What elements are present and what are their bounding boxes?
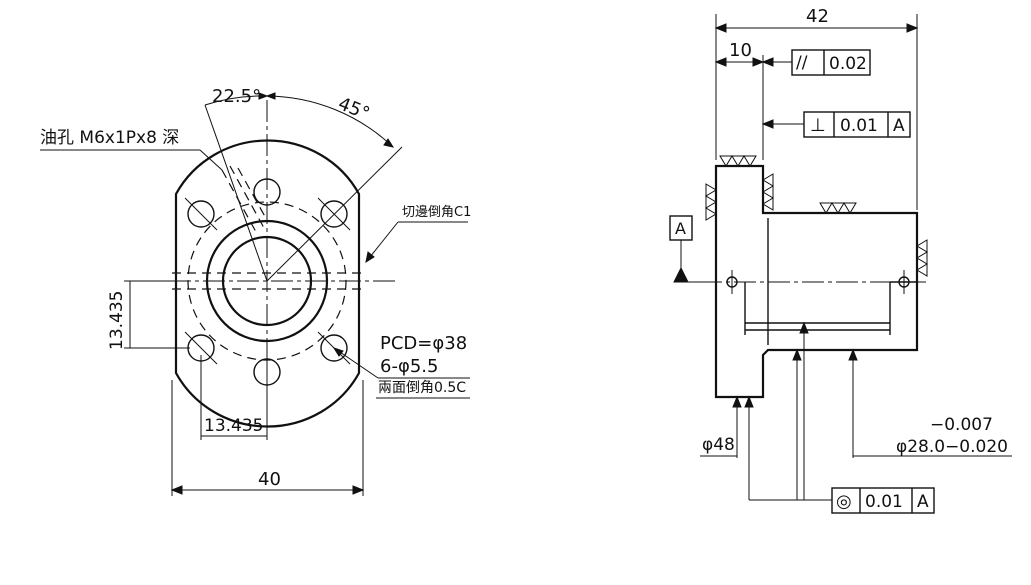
both-chamfer-note: 兩面倒角0.5C bbox=[378, 380, 466, 396]
arrowhead bbox=[265, 92, 276, 100]
bolt-hole bbox=[320, 200, 348, 228]
flange-thickness-label: 10 bbox=[729, 40, 752, 61]
arrowhead bbox=[761, 57, 774, 67]
vertical-offset-label: 13.435 bbox=[107, 291, 127, 350]
oil-hole-line bbox=[237, 167, 269, 223]
horizontal-offset-label: 13.435 bbox=[204, 416, 263, 436]
surface-finish-mark bbox=[719, 155, 757, 167]
edge-chamfer-note: 切邊倒角C1 bbox=[402, 205, 471, 220]
surface-finish-mark bbox=[705, 183, 717, 221]
tolerance-upper: −0.007 bbox=[930, 415, 993, 435]
parallelism-symbol: // bbox=[796, 53, 808, 73]
arrowhead bbox=[792, 348, 802, 361]
arrowhead bbox=[258, 92, 269, 100]
arrowhead bbox=[714, 23, 727, 33]
concentricity-datum: A bbox=[917, 492, 929, 512]
arrowhead bbox=[170, 485, 183, 495]
flange-outline bbox=[174, 139, 361, 428]
surface-finish-mark bbox=[762, 173, 774, 211]
holes-label: 6-φ5.5 bbox=[380, 356, 438, 377]
arrowhead bbox=[352, 485, 365, 495]
perpendicularity-value: 0.01 bbox=[840, 116, 878, 136]
side-view: A 42 10 // 0.02 ⊥ 0.01 A bbox=[669, 6, 1012, 514]
arrowhead bbox=[744, 395, 754, 408]
side-body-outline bbox=[714, 164, 919, 399]
parallelism-value: 0.02 bbox=[829, 54, 867, 74]
hole-mark bbox=[184, 197, 218, 231]
arrowhead bbox=[799, 321, 809, 334]
hole-mark bbox=[184, 331, 218, 365]
pcd-label: PCD=φ38 bbox=[380, 333, 467, 354]
surface-finish-mark bbox=[819, 202, 857, 214]
angle-arc bbox=[266, 95, 394, 148]
arrowhead bbox=[332, 347, 344, 357]
shaft-diameter-label: φ28.0−0.020 bbox=[896, 437, 1008, 457]
bolt-hole bbox=[320, 334, 348, 362]
total-length-label: 42 bbox=[806, 6, 829, 27]
oil-hole-note: 油孔 M6x1Px8 深 bbox=[40, 128, 179, 148]
bolt-hole bbox=[187, 200, 215, 228]
width-label: 40 bbox=[258, 469, 281, 490]
front-view: 22.5° 45° 油孔 M6x1Px8 深 切邊倒角C1 13.435 13.… bbox=[40, 86, 471, 496]
arrowhead bbox=[714, 57, 727, 67]
leader-line bbox=[199, 149, 223, 171]
arrowhead bbox=[732, 395, 742, 408]
angle-ray bbox=[266, 146, 403, 282]
surface-finish-mark bbox=[916, 239, 928, 277]
outer-diameter-label: φ48 bbox=[702, 435, 735, 455]
arrowhead bbox=[848, 348, 858, 361]
arrowhead bbox=[383, 138, 395, 148]
concentricity-value: 0.01 bbox=[865, 492, 903, 512]
parallelism-frame bbox=[791, 49, 871, 76]
angle-45-label: 45° bbox=[335, 93, 372, 124]
perpendicularity-symbol: ⊥ bbox=[810, 115, 826, 136]
arrowhead bbox=[906, 23, 919, 33]
angle-ray bbox=[204, 104, 268, 282]
perpendicularity-datum: A bbox=[893, 116, 905, 136]
arrowhead bbox=[761, 119, 774, 129]
concentricity-symbol: ◎ bbox=[836, 491, 852, 512]
datum-triangle bbox=[673, 266, 689, 283]
oil-hole-line bbox=[229, 165, 265, 229]
angle-22-5-label: 22.5° bbox=[212, 86, 261, 107]
datum-label: A bbox=[675, 219, 686, 238]
perpendicularity-frame bbox=[803, 111, 911, 138]
arrowhead bbox=[752, 57, 765, 67]
concentricity-frame bbox=[831, 487, 935, 514]
arrowhead bbox=[365, 251, 375, 264]
